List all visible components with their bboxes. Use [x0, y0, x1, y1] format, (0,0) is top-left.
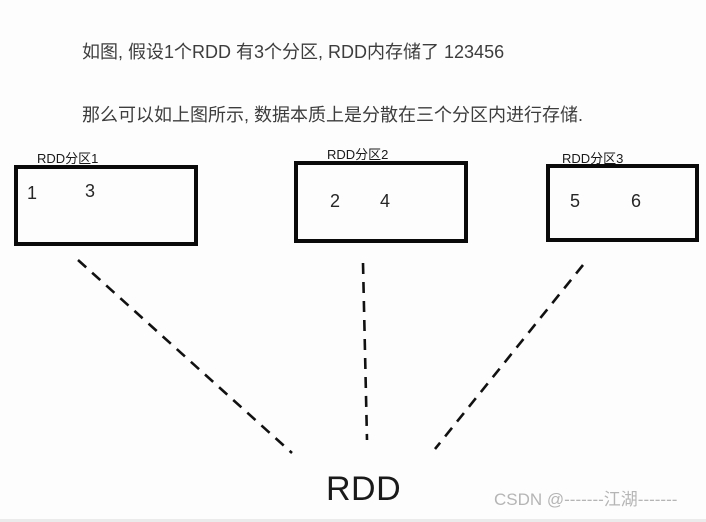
connector-line-partition3: [433, 264, 585, 450]
partition-1-group: RDD分区1 1 3: [14, 152, 198, 246]
partition-2-value-2: 4: [380, 191, 391, 211]
intro-text-line2: 那么可以如上图所示, 数据本质上是分散在三个分区内进行存储.: [82, 105, 584, 125]
partition-2-box: 2 4: [294, 161, 468, 243]
intro-text-line1: 如图, 假设1个RDD 有3个分区, RDD内存储了 123456: [82, 42, 505, 62]
partition-2-label: RDD分区2: [327, 147, 389, 162]
partition-1-box: 1 3: [14, 165, 198, 246]
partition-1-value-1: 1: [27, 183, 38, 203]
partition-3-group: RDD分区3 5 6: [546, 152, 699, 242]
partition-3-box: 5 6: [546, 164, 699, 242]
connector-line-partition2: [361, 262, 369, 441]
partition-2-value-1: 2: [330, 191, 341, 211]
partition-1-label: RDD分区1: [37, 151, 99, 166]
connector-line-partition1: [77, 259, 293, 454]
dashed-connector-lines: [77, 259, 585, 454]
partition-1-value-2: 3: [85, 181, 96, 201]
rdd-label: RDD: [326, 470, 402, 508]
partition-3-value-2: 6: [631, 191, 642, 211]
csdn-watermark: CSDN @-------江湖-------: [494, 490, 678, 509]
partition-3-label: RDD分区3: [562, 151, 624, 166]
partition-3-value-1: 5: [570, 191, 581, 211]
partition-2-group: RDD分区2 2 4: [294, 148, 468, 243]
